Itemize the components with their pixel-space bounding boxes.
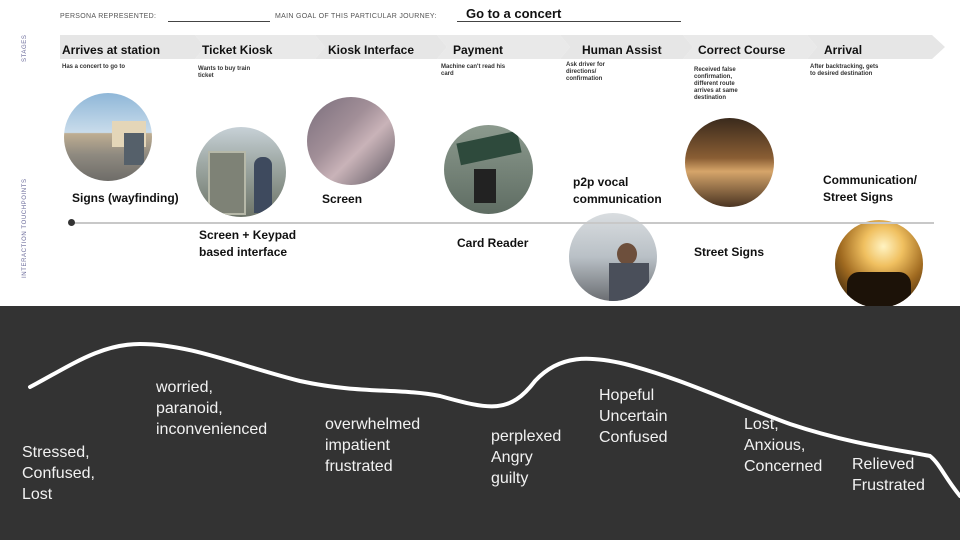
emotion-group-6: Lost, Anxious, Concerned — [744, 414, 822, 477]
stage-title-7: Arrival — [824, 43, 863, 57]
emotion-word: Relieved — [852, 456, 915, 473]
emotion-group-7: Relieved Frustrated — [852, 454, 925, 496]
persona-underline — [168, 21, 270, 22]
emotion-word: inconvenienced — [156, 421, 268, 438]
touchpoint-2: Screen + Keypad based interface — [199, 228, 297, 259]
emotion-word: Angry — [491, 449, 533, 466]
emotion-group-5: Hopeful Uncertain Confused — [599, 385, 668, 448]
emotion-group-1: Stressed, Confused, Lost — [22, 442, 95, 505]
stage-desc-1: Has a concert to go to — [62, 64, 126, 70]
emotion-word: paranoid, — [156, 400, 223, 417]
emotion-group-3: overwhelmed impatient frustrated — [325, 414, 420, 477]
stage-chevron-2 — [195, 35, 325, 59]
stage-desc-6: Received false confirmation, different r… — [694, 67, 738, 101]
stage-desc-4: Machine can't read his card — [441, 64, 506, 77]
touchpoint-7: Communication/ Street Signs — [823, 173, 918, 204]
concert-photo — [835, 220, 923, 308]
emotion-word: Confused — [599, 429, 668, 446]
stage-chevron-4 — [437, 35, 570, 59]
emotion-word: worried, — [156, 379, 213, 396]
emotion-curve-path — [28, 341, 960, 498]
stage-chevron-6 — [683, 35, 817, 59]
train-interior-photo — [685, 118, 774, 207]
card-reader-photo — [444, 125, 533, 214]
touchpoint-6: Street Signs — [694, 245, 765, 259]
emotion-word: Frustrated — [852, 477, 925, 494]
timeline-line — [72, 222, 934, 224]
stage-chevron-5 — [560, 35, 693, 59]
stage-chevron-1 — [60, 35, 205, 59]
emotion-word: Lost, — [744, 416, 779, 433]
emotion-word: Lost — [22, 486, 53, 503]
stage-title-5: Human Assist — [582, 43, 662, 57]
kiosk-photo — [196, 127, 286, 217]
emotion-word: Hopeful — [599, 387, 655, 404]
persona-label: PERSONA REPRESENTED: — [60, 13, 157, 20]
stage-title-6: Correct Course — [698, 43, 786, 57]
emotion-curve — [28, 341, 960, 498]
touchpoint-4: Card Reader — [457, 236, 529, 250]
emotion-group-2: worried, paranoid, inconvenienced — [156, 377, 267, 440]
touchpoint-3: Screen — [322, 192, 363, 206]
emotion-group-4: perplexed Angry guilty — [491, 426, 561, 489]
emotion-word: impatient — [325, 437, 390, 454]
stage-title-3: Kiosk Interface — [328, 43, 415, 57]
stage-desc-2: Wants to buy train ticket — [198, 66, 251, 79]
stage-desc-5: Ask driver for directions/ confirmation — [566, 62, 606, 82]
touchpoint-5: p2p vocal communication — [573, 175, 662, 206]
emotion-word: Uncertain — [599, 408, 668, 425]
emotion-word: overwhelmed — [325, 416, 421, 433]
emotion-word: Confused, — [22, 465, 95, 482]
stage-arrow-bar — [60, 35, 945, 59]
stage-chevron-3 — [315, 35, 447, 59]
emotion-word: Stressed, — [22, 444, 90, 461]
journey-map-top: PERSONA REPRESENTED: MAIN GOAL OF THIS P… — [22, 6, 945, 308]
emotion-word: frustrated — [325, 458, 393, 475]
stage-chevron-7 — [807, 35, 945, 59]
stage-desc-7: After backtracking, gets to desired dest… — [810, 64, 879, 77]
goal-label: MAIN GOAL OF THIS PARTICULAR JOURNEY: — [275, 13, 437, 20]
stage-title-4: Payment — [453, 43, 504, 57]
emotion-word: guilty — [491, 470, 529, 487]
screen-photo — [307, 97, 395, 185]
stage-title-2: Ticket Kiosk — [202, 43, 273, 57]
station-photo — [64, 93, 152, 181]
emotion-word: Concerned — [744, 458, 823, 475]
driver-photo — [569, 213, 657, 301]
emotion-word: Anxious, — [744, 437, 806, 454]
touchpoint-1: Signs (wayfinding) — [72, 191, 179, 205]
goal-underline — [457, 21, 681, 22]
touchpoints-side-label: INTERACTION TOUCHPOINTS — [22, 178, 28, 278]
timeline-start-dot — [68, 219, 75, 226]
emotion-word: perplexed — [491, 428, 562, 445]
goal-value: Go to a concert — [466, 6, 562, 21]
stage-title-1: Arrives at station — [62, 43, 161, 57]
